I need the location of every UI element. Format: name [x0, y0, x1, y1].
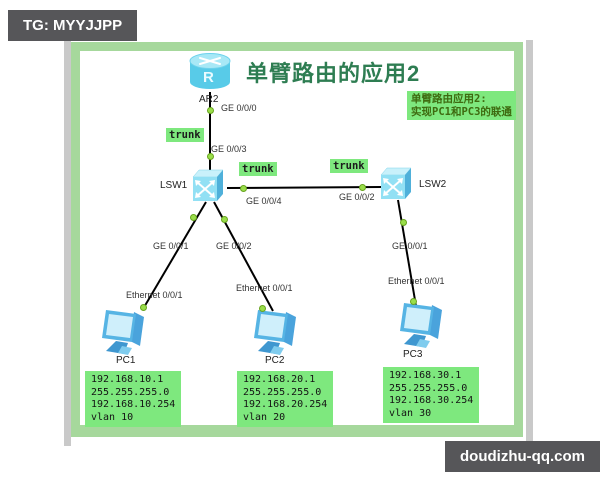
port-status-dot [220, 215, 228, 223]
port-status-dot [189, 213, 197, 221]
pc2-icon[interactable] [250, 308, 302, 358]
port-status-dot [399, 218, 407, 226]
watermark-bottom-right: doudizhu-qq.com [445, 441, 600, 472]
switch-lsw2-label: LSW2 [419, 179, 447, 190]
port-status-dot [139, 303, 147, 311]
port-label-lsw2-ge002: GE 0/0/2 [339, 192, 375, 202]
switch-lsw1-label: LSW1 [160, 180, 188, 191]
trunk-label-router-link: trunk [166, 128, 204, 142]
pc1-gateway: 192.168.10.254 [91, 399, 176, 410]
pc3-vlan: vlan 30 [389, 407, 432, 419]
port-status-dot [409, 297, 417, 305]
left-edge-strip [64, 38, 71, 446]
pc2-vlan: vlan 20 [243, 411, 286, 423]
port-label-router-ge000: GE 0/0/0 [221, 103, 257, 113]
watermark-top-left: TG: MYYJJPP [8, 10, 138, 41]
port-label-pc3-ethernet: Ethernet 0/0/1 [388, 276, 445, 286]
pc3-config-box: 192.168.30.1 255.255.255.0 192.168.30.25… [383, 367, 480, 423]
right-edge-strip [526, 40, 533, 444]
pc1-icon[interactable] [98, 308, 150, 358]
annotation-note-line2: 实现PC1和PC3的联通 [411, 105, 512, 118]
annotation-note: 单臂路由应用2: 实现PC1和PC3的联通 [407, 91, 516, 120]
port-label-lsw1-ge002: GE 0/0/2 [216, 241, 252, 251]
pc1-label: PC1 [116, 355, 136, 366]
port-label-pc2-ethernet: Ethernet 0/0/1 [236, 283, 293, 293]
pc3-mask: 255.255.255.0 [389, 382, 468, 394]
port-status-dot [358, 183, 366, 191]
switch-lsw2-icon[interactable] [377, 163, 415, 201]
trunk-label-lsw1-link: trunk [239, 162, 277, 176]
port-label-pc1-ethernet: Ethernet 0/0/1 [126, 290, 183, 300]
annotation-note-line1: 单臂路由应用2: [411, 93, 487, 105]
pc3-gateway: 192.168.30.254 [389, 395, 474, 406]
router-label: AR2 [199, 94, 219, 105]
pc1-mask: 255.255.255.0 [91, 386, 170, 398]
pc2-ip: 192.168.20.1 [243, 374, 316, 385]
diagram-title: 单臂路由的应用2 [246, 61, 421, 86]
pc2-config-box: 192.168.20.1 255.255.255.0 192.168.20.25… [237, 371, 334, 427]
pc2-label: PC2 [265, 355, 285, 366]
switch-lsw1-icon[interactable] [189, 165, 227, 203]
svg-text:R: R [203, 69, 214, 86]
port-label-lsw1-ge001: GE 0/0/1 [153, 241, 189, 251]
pc1-config-box: 192.168.10.1 255.255.255.0 192.168.10.25… [85, 371, 182, 427]
port-label-lsw1-ge003: GE 0/0/3 [211, 144, 247, 154]
port-status-dot [206, 106, 214, 114]
pc3-label: PC3 [403, 349, 423, 360]
pc3-icon[interactable] [396, 301, 448, 351]
port-label-lsw2-ge001: GE 0/0/1 [392, 241, 428, 251]
pc1-vlan: vlan 10 [91, 411, 134, 423]
pc2-gateway: 192.168.20.254 [243, 399, 328, 410]
port-label-lsw1-ge004: GE 0/0/4 [246, 196, 282, 206]
pc2-mask: 255.255.255.0 [243, 386, 322, 398]
port-status-dot [258, 304, 266, 312]
port-status-dot [206, 152, 214, 160]
pc3-ip: 192.168.30.1 [389, 370, 462, 381]
router-ar2-icon[interactable]: R [187, 50, 233, 94]
pc1-ip: 192.168.10.1 [91, 374, 164, 385]
trunk-label-lsw2-link: trunk [330, 159, 368, 173]
port-status-dot [239, 184, 247, 192]
